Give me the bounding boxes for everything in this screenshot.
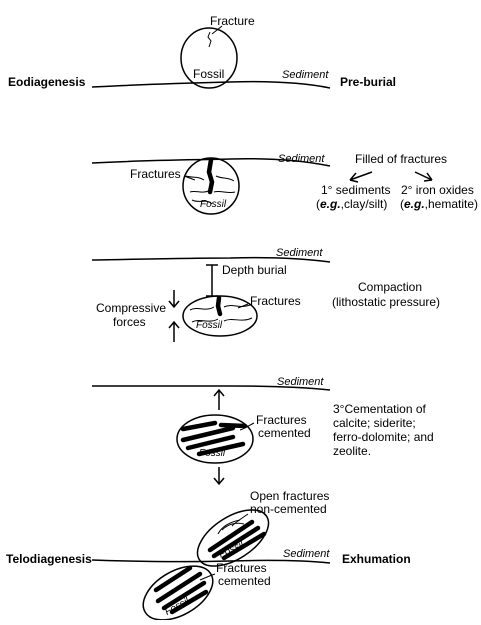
fossil-label-2: Fossil xyxy=(200,199,227,210)
sediment-surface-2 xyxy=(91,158,331,167)
fractures-cemented-label-4: Fractures cemented xyxy=(256,413,311,440)
fracture-fill-2 xyxy=(206,157,215,195)
fossil-shell-1 xyxy=(180,27,238,89)
fractures-leader-2 xyxy=(183,175,196,181)
cementation-label: 3°Cementation of calcite; siderite; ferr… xyxy=(333,402,437,458)
sediment-surface-3 xyxy=(91,256,331,263)
filled-of-fractures-label: Filled of fractures xyxy=(355,152,447,166)
arrow-to-secondary xyxy=(414,171,433,182)
uplift-arrow-down xyxy=(213,467,225,486)
fractures-cemented-leader-5 xyxy=(199,573,216,581)
fracture-network-3 xyxy=(189,304,253,323)
fossil-label-3: Fossil xyxy=(196,320,223,331)
fractures-leader-4 xyxy=(239,422,255,431)
open-fractures-5 xyxy=(207,519,267,561)
fossil-label-4: Fossil xyxy=(199,448,226,459)
fracture-mark-1 xyxy=(207,31,212,48)
stage-cementation: Sediment Fossil Fractures cemented 3°Cem… xyxy=(92,376,437,486)
sediment-label-4: Sediment xyxy=(277,376,324,388)
open-fractures-leader xyxy=(231,513,249,527)
stage-compaction: Sediment Depth burial Fractures Fossil C… xyxy=(91,247,440,342)
compression-arrow-down xyxy=(168,290,180,309)
pre-burial-label: Pre-burial xyxy=(340,75,396,89)
sediment-label-5: Sediment xyxy=(283,548,330,560)
fractures-label-2: Fractures xyxy=(130,167,181,181)
arrow-to-primary xyxy=(349,171,373,183)
stage-fracture-filling: Fractures Fossil Sediment Filled of frac… xyxy=(91,152,478,215)
depth-burial-bar xyxy=(206,264,218,297)
stage-eodiagenesis: Fracture Fossil Sediment Eodiagenesis Pr… xyxy=(8,14,396,89)
sediment-label-3: Sediment xyxy=(276,247,323,259)
stage-telodiagenesis: Sediment Telodiagenesis Exhumation Open … xyxy=(6,489,411,621)
depth-burial-label: Depth burial xyxy=(222,263,287,277)
fractures-label-3: Fractures xyxy=(250,294,301,308)
cemented-fractures-4 xyxy=(180,420,248,457)
sediment-label-2: Sediment xyxy=(278,153,325,165)
cemented-fractures-5 xyxy=(153,565,209,615)
compaction-label: Compaction (lithostatic pressure) xyxy=(332,280,440,309)
exhumation-label: Exhumation xyxy=(342,552,411,566)
compression-arrow-up xyxy=(168,320,180,342)
primary-sediments-example: (e.g.,clay/silt) xyxy=(316,197,387,211)
sediment-label-1: Sediment xyxy=(282,69,329,81)
compressive-forces-label: Compressive forces xyxy=(96,301,169,329)
fractures-leader-3 xyxy=(237,303,249,309)
uplift-arrow-up xyxy=(213,388,225,410)
fossil-shell-5-upper xyxy=(196,509,270,567)
secondary-oxides-label: 2° iron oxides xyxy=(401,183,474,197)
fracture-leader-1 xyxy=(211,25,223,35)
fracture-label: Fracture xyxy=(210,14,255,28)
open-fractures-label: Open fractures non-cemented xyxy=(250,489,333,516)
fossil-shell-4 xyxy=(176,414,254,464)
eodiagenesis-label: Eodiagenesis xyxy=(8,75,86,89)
fracture-fill-3 xyxy=(215,295,223,317)
telodiagenesis-label: Telodiagenesis xyxy=(6,552,92,566)
secondary-oxides-example: (e.g.,hematite) xyxy=(400,197,478,211)
sediment-surface-4 xyxy=(92,385,331,391)
fossil-shell-5-lower xyxy=(142,565,214,621)
sediment-surface-1 xyxy=(91,80,331,89)
primary-sediments-label: 1° sediments xyxy=(321,183,391,197)
fractures-cemented-label-5: Fractures cemented xyxy=(216,561,271,588)
fracture-network-2 xyxy=(185,175,236,205)
sediment-surface-5 xyxy=(91,559,331,564)
fossil-label-1: Fossil xyxy=(193,67,224,81)
